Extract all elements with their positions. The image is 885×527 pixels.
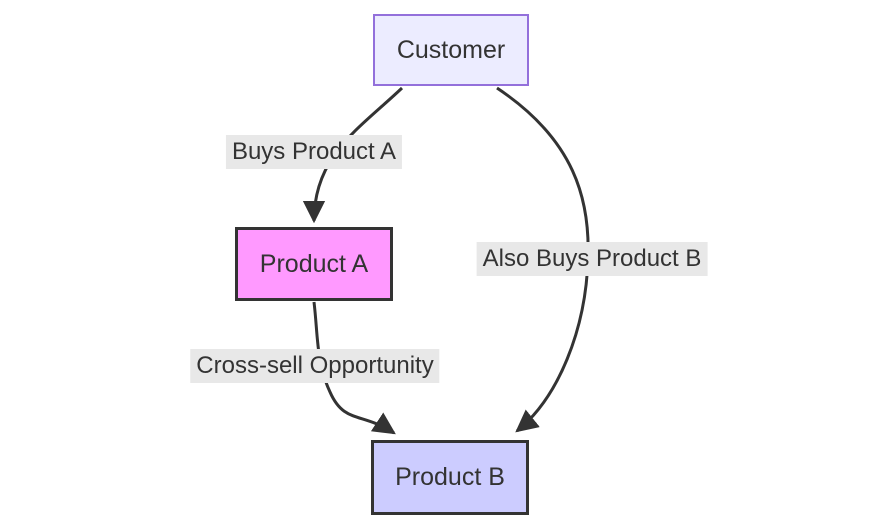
- node-product-b-label: Product B: [395, 463, 505, 491]
- edge-label-also-buys-product-b: Also Buys Product B: [476, 242, 708, 276]
- edge-label-buys-product-a: Buys Product A: [225, 135, 403, 169]
- node-customer-label: Customer: [396, 35, 506, 64]
- node-product-b: Product B: [371, 440, 529, 515]
- node-product-a: Product A: [235, 227, 393, 301]
- edge-product-a-to-product-b: [312, 301, 396, 435]
- node-customer: Customer: [373, 14, 529, 86]
- node-product-a-label: Product A: [259, 249, 369, 278]
- edge-label-cross-sell-opportunity: Cross-sell Opportunity: [190, 349, 440, 383]
